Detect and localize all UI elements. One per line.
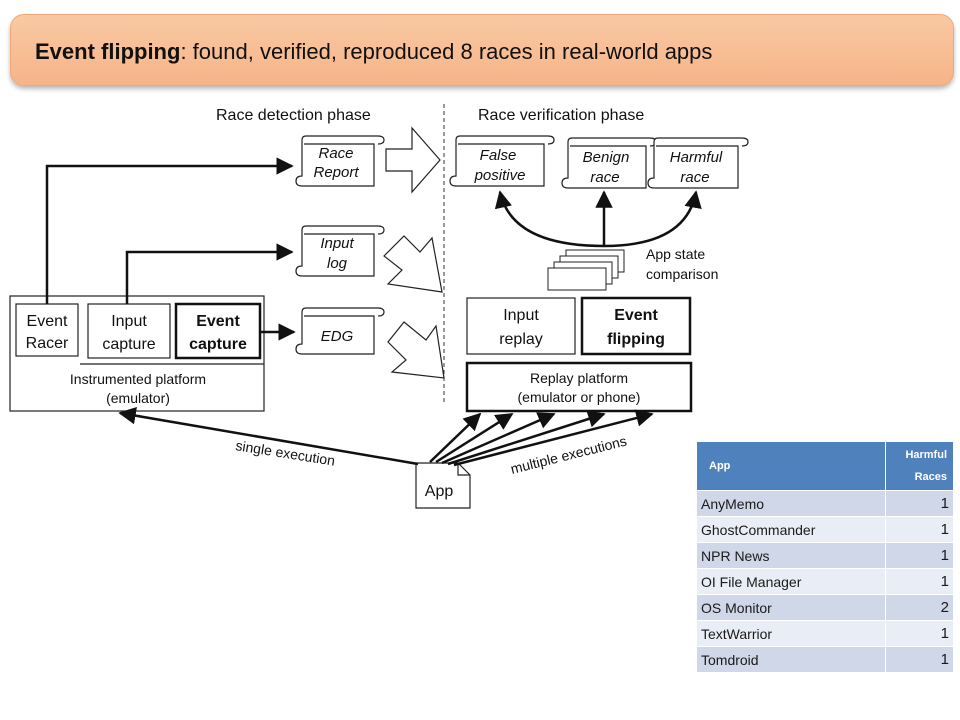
input-capture-box (87, 303, 171, 359)
cell-races: 1 (885, 620, 954, 647)
false-positive-line2: positive (474, 167, 526, 184)
app-state-line2: comparison (646, 266, 718, 282)
benign-race-line1: Benign (583, 149, 630, 166)
detection-phase-label: Race detection phase (216, 107, 371, 124)
harmful-race-scroll: Harmful race (647, 137, 749, 189)
multi-exec-arrow-3 (441, 412, 556, 465)
replay-platform-box (465, 361, 693, 413)
to-harmful-arrow (603, 190, 702, 248)
cell-app: NPR News (696, 542, 886, 569)
multi-exec-arrow-1 (429, 412, 482, 463)
input-replay-line2: replay (499, 331, 543, 348)
benign-race-line2: race (590, 169, 619, 186)
input-log-scroll: Input log (295, 225, 385, 277)
header-app: App (696, 441, 886, 491)
title-bold: Event flipping (35, 39, 181, 64)
event-capture-line1: Event (196, 313, 240, 330)
single-execution-arrow (118, 407, 419, 466)
title-banner: Event flipping: found, verified, reprodu… (10, 14, 954, 86)
capture-to-log-arrow (125, 243, 294, 304)
cell-races: 2 (885, 594, 954, 621)
input-replay-line1: Input (503, 307, 539, 324)
false-positive-scroll: False positive (449, 135, 555, 187)
cell-races: 1 (885, 542, 954, 569)
event-racer-box (15, 303, 79, 357)
event-flipping-line2: flipping (607, 331, 665, 348)
benign-race-scroll: Benign race (561, 137, 657, 189)
instrumented-platform-line2: (emulator) (106, 390, 170, 406)
event-capture-line2: capture (189, 336, 247, 353)
event-racer-line1: Event (27, 313, 68, 330)
input-capture-line2: capture (102, 336, 155, 353)
cell-races: 1 (885, 490, 954, 517)
verification-phase-label: Race verification phase (478, 107, 644, 124)
cell-races: 1 (885, 568, 954, 595)
edg-label: EDG (321, 328, 354, 345)
app-state-stack (547, 249, 625, 291)
event-flipping-box (580, 296, 692, 356)
cell-races: 1 (885, 516, 954, 543)
input-capture-line1: Input (111, 313, 147, 330)
block-arrow-edg (387, 321, 445, 379)
replay-platform-line2: (emulator or phone) (518, 389, 641, 405)
false-positive-line1: False (480, 147, 517, 164)
edg-scroll: EDG (295, 307, 385, 355)
input-replay-box (466, 297, 576, 355)
event-flipping-line1: Event (614, 307, 658, 324)
multi-exec-arrow-5 (453, 409, 654, 467)
instrumented-platform-line1: Instrumented platform (70, 371, 206, 387)
cell-races: 1 (885, 646, 954, 673)
harmful-race-line2: race (680, 169, 709, 186)
input-log-line1: Input (320, 235, 354, 252)
event-racer-line2: Racer (26, 335, 69, 352)
race-report-scroll: Race Report (295, 135, 385, 187)
multi-exec-arrow-2 (435, 412, 514, 464)
to-false-positive-arrow (494, 190, 605, 248)
block-arrow-input-log (383, 235, 443, 293)
header-harmful-races: Harmful Races (885, 441, 954, 491)
table-header-row: App Harmful Races (696, 441, 954, 491)
race-report-line1: Race (318, 145, 353, 162)
cell-app: OS Monitor (696, 594, 886, 621)
harmful-race-line1: Harmful (670, 149, 723, 166)
cell-app: AnyMemo (696, 490, 886, 517)
replay-platform-line1: Replay platform (530, 370, 628, 386)
cell-app: GhostCommander (696, 516, 886, 543)
multi-exec-arrow-4 (447, 410, 606, 466)
title-rest: : found, verified, reproduced 8 races in… (180, 39, 713, 64)
app-state-line1: App state (646, 246, 705, 262)
racer-to-report-arrow (45, 157, 294, 304)
block-arrow-report (385, 126, 441, 194)
slide-title: Event flipping: found, verified, reprodu… (35, 39, 712, 65)
cell-app: OI File Manager (696, 568, 886, 595)
app-label: App (425, 483, 454, 500)
cell-app: TextWarrior (696, 620, 886, 647)
race-report-line2: Report (313, 164, 359, 181)
input-log-line2: log (327, 255, 348, 272)
cell-app: Tomdroid (696, 646, 886, 673)
